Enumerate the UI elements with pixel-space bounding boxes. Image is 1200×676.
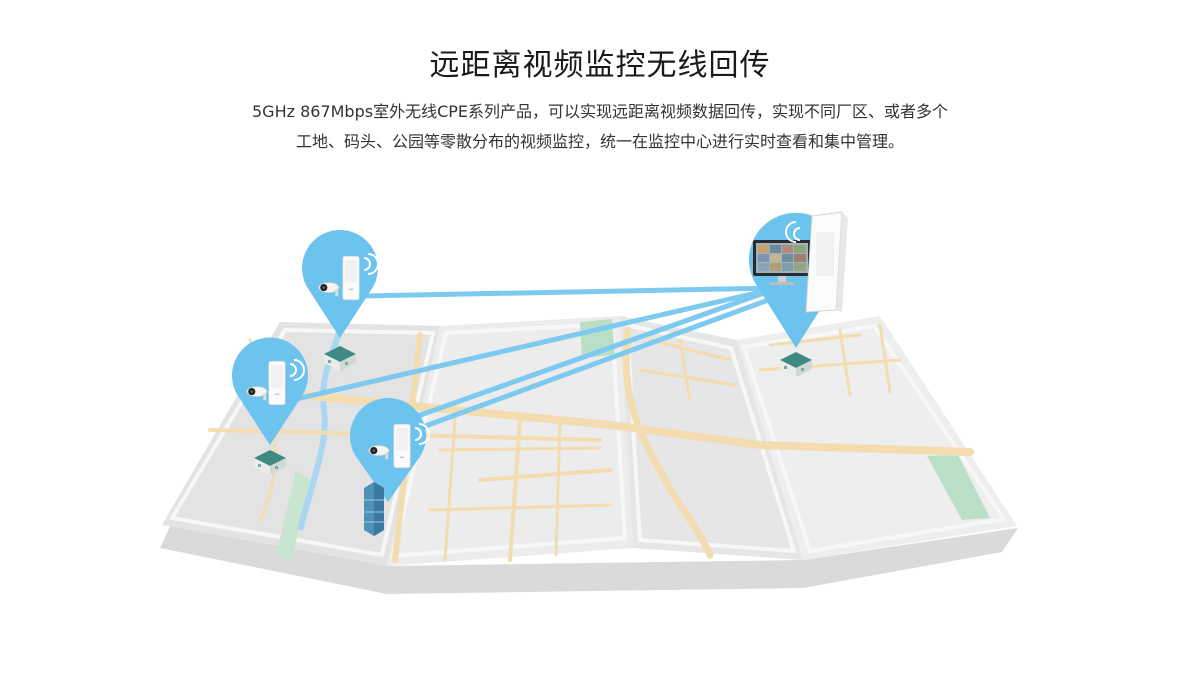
- description-line-2: 工地、码头、公园等零散分布的视频监控，统一在监控中心进行实时查看和集中管理。: [295, 132, 904, 151]
- link-site3b-center: [417, 289, 793, 431]
- outdoor-cpe-device-icon: [268, 360, 286, 406]
- wifi-signal-icon: [414, 423, 430, 445]
- monitoring-screen-icon: [753, 240, 811, 285]
- wifi-signal-icon: [785, 221, 801, 243]
- park-area-2: [927, 455, 990, 520]
- outdoor-cpe-device-icon: [342, 255, 360, 301]
- site-pin-1: [302, 230, 379, 371]
- page-description: 5GHz 867Mbps室外无线CPE系列产品，可以实现远距离视频数据回传，实现…: [150, 97, 1050, 157]
- wireless-links: [289, 285, 793, 431]
- map-panel-4: [737, 316, 1017, 560]
- description-line-1: 5GHz 867Mbps室外无线CPE系列产品，可以实现远距离视频数据回传，实现…: [251, 102, 949, 121]
- wifi-signal-icon: [363, 253, 379, 275]
- link-site1-center: [359, 285, 781, 299]
- site-pin-2: [232, 337, 308, 475]
- city-map: [160, 316, 1018, 594]
- wifi-signal-icon: [289, 359, 305, 381]
- map-shadow: [160, 522, 1018, 594]
- location-pin-icon: [302, 230, 379, 338]
- link-site3a-center: [409, 285, 781, 421]
- tower-building-icon: [364, 482, 384, 536]
- site-pin-3: [350, 398, 430, 536]
- link-site2-center: [289, 285, 781, 403]
- outdoor-cpe-device-icon: [393, 423, 411, 469]
- park-area-3: [276, 470, 310, 560]
- outdoor-cpe-device-icon: [805, 211, 848, 313]
- monitoring-center-pin: [748, 211, 848, 377]
- page-title: 远距离视频监控无线回传: [429, 48, 771, 83]
